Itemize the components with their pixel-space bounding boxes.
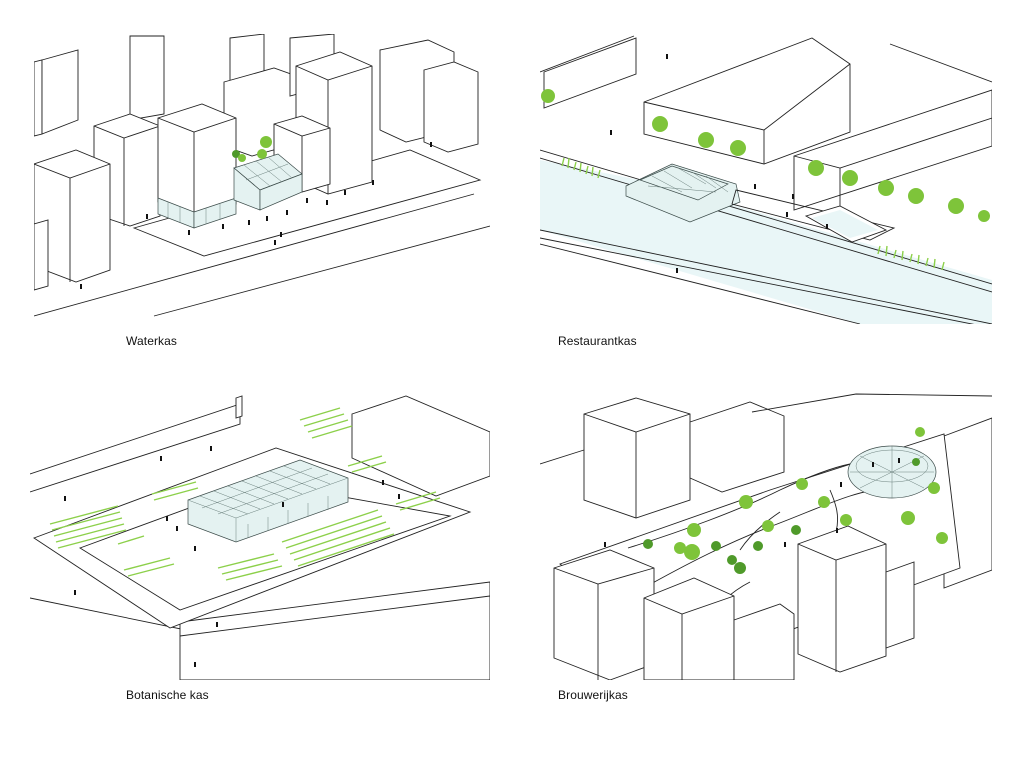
- caption-restaurantkas: Restaurantkas: [558, 334, 637, 348]
- canal-water: [540, 160, 992, 324]
- caption-botanische-kas: Botanische kas: [126, 688, 209, 702]
- caption-brouwerijkas: Brouwerijkas: [558, 688, 628, 702]
- caption-waterkas: Waterkas: [126, 334, 178, 348]
- foreground-tower: [797, 525, 887, 673]
- botanische-kas-diagram: [30, 392, 490, 680]
- restaurantkas-diagram: [540, 34, 992, 324]
- botanische-kas-greenhouse: [187, 459, 349, 543]
- botanical-plaza: [33, 447, 472, 629]
- waterkas-diagram: [34, 34, 490, 324]
- tower-main: [157, 103, 237, 217]
- brouwerijkas-diagram: [540, 392, 992, 680]
- building-block-centre: [643, 37, 851, 165]
